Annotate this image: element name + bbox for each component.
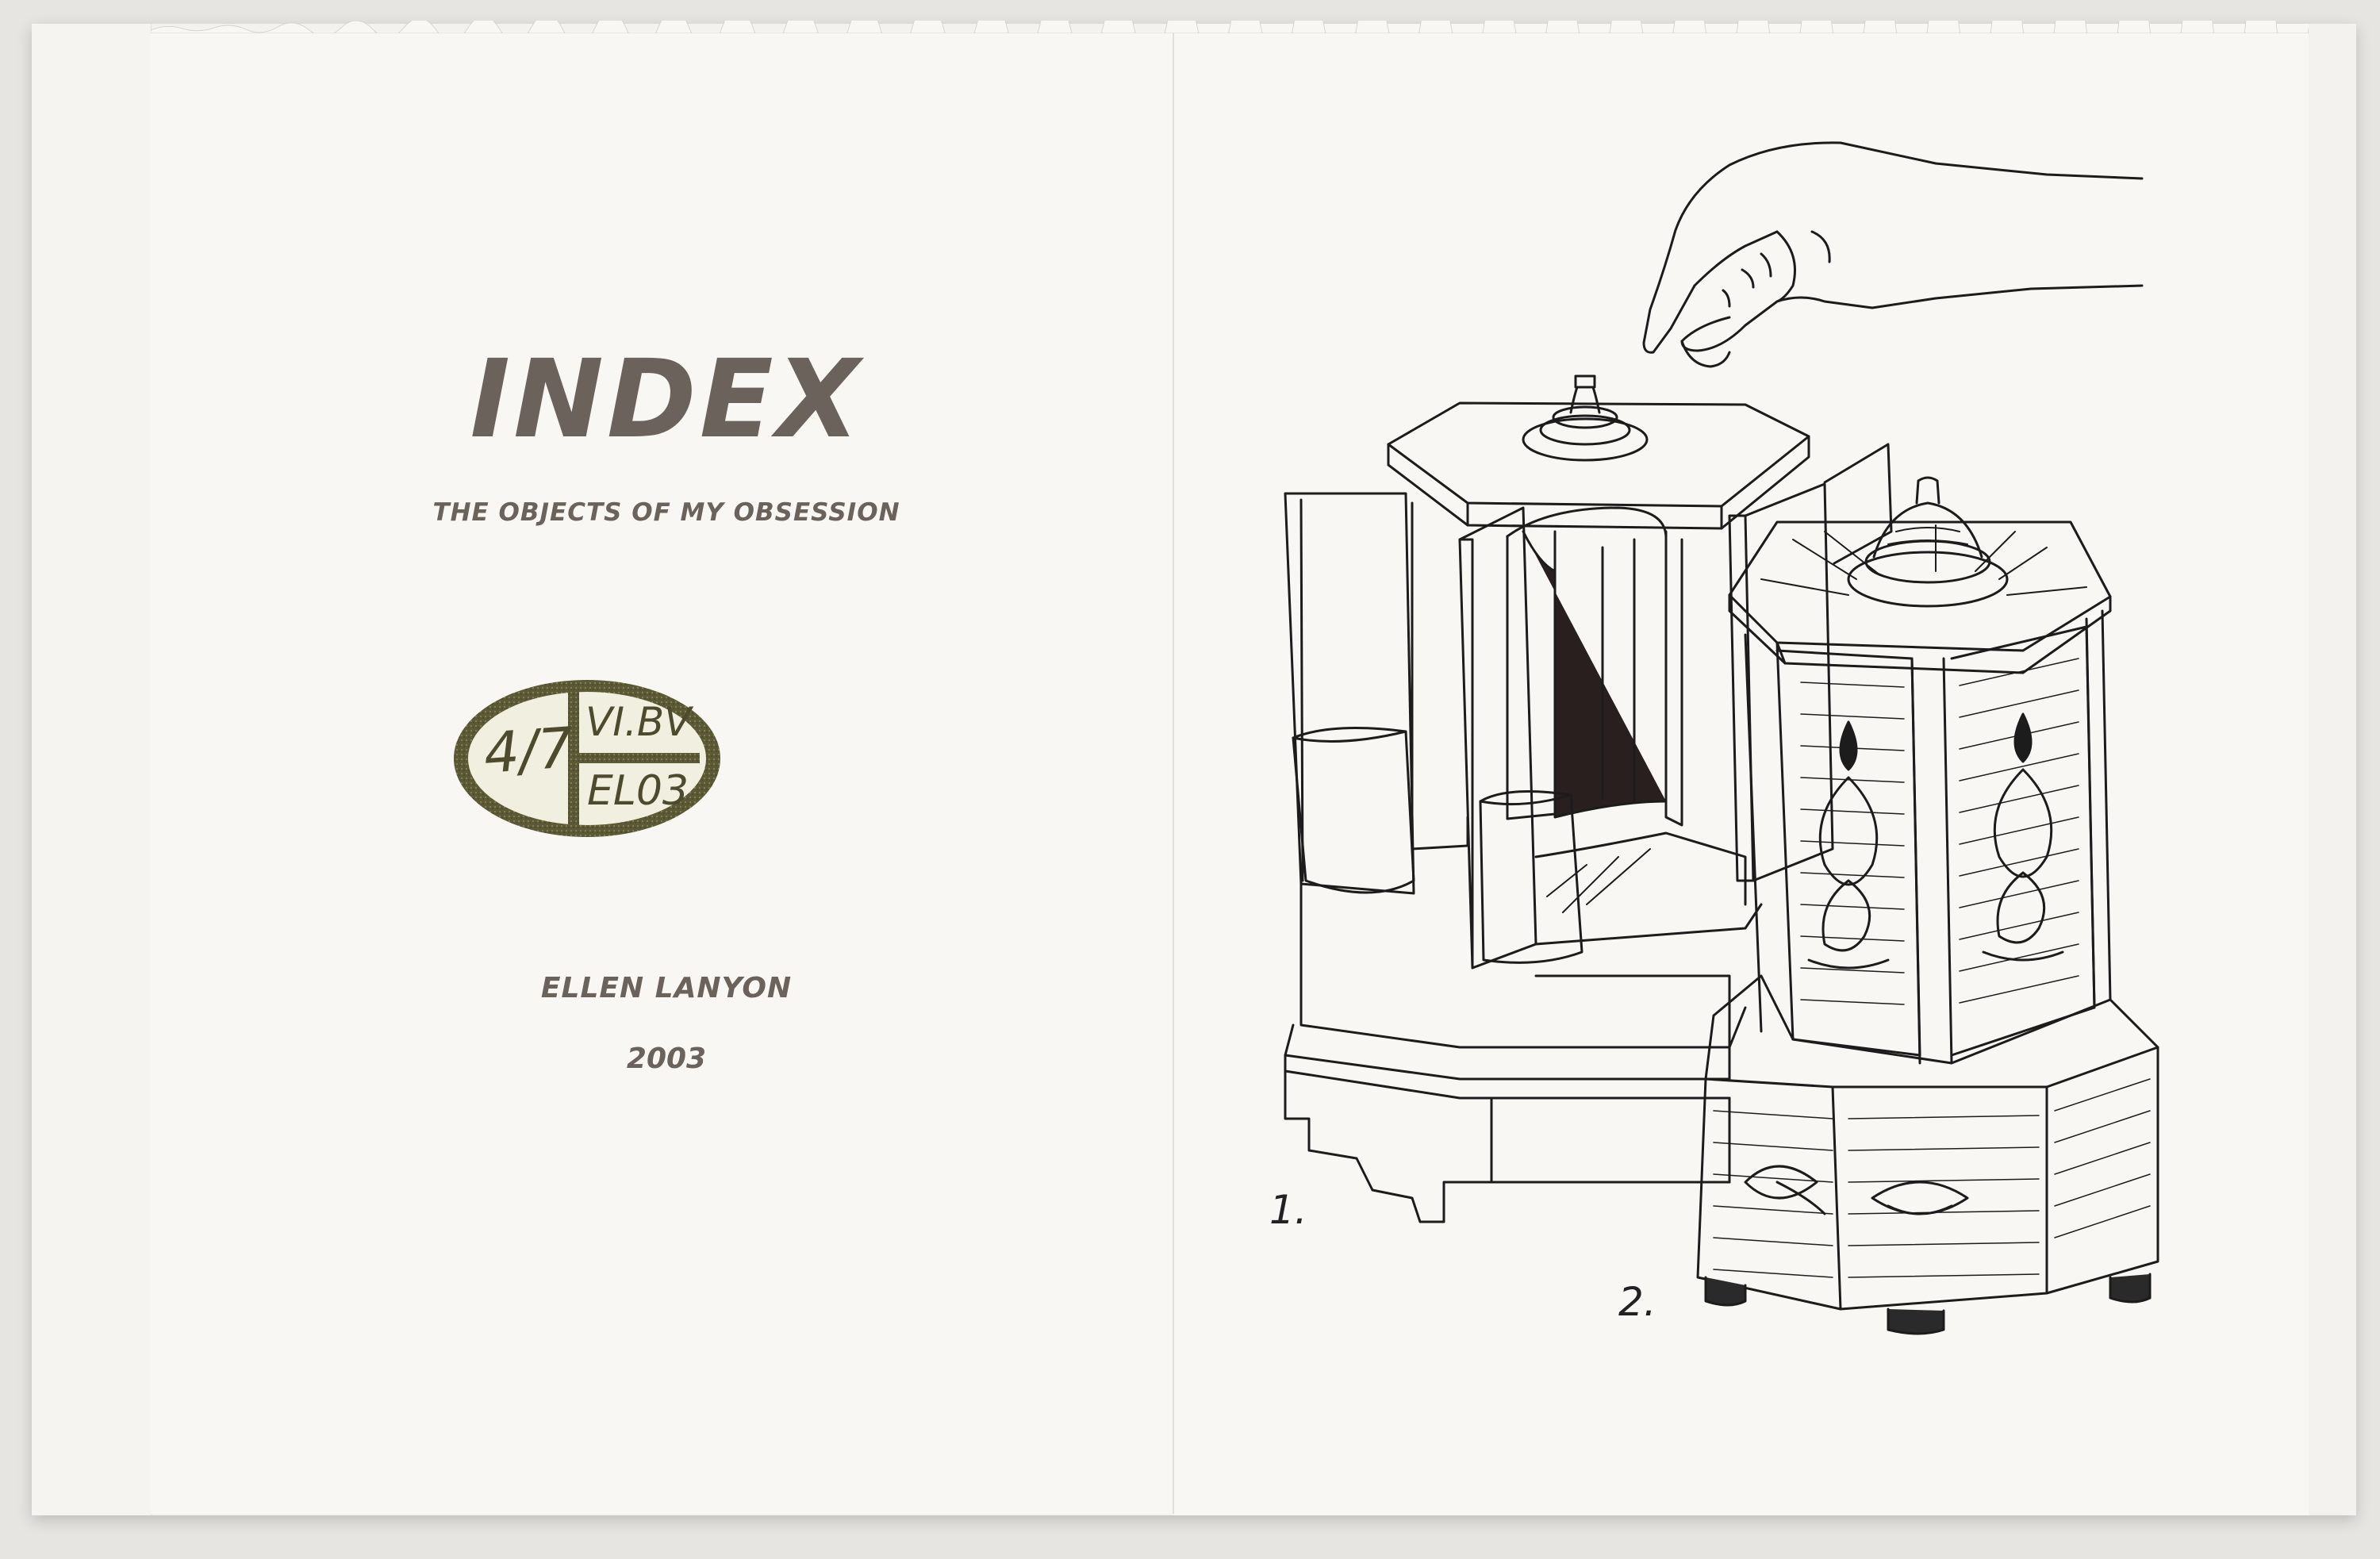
binding-strip: [32, 24, 152, 1515]
book-subtitle: THE OBJECTS OF MY OBSESSION: [432, 498, 900, 527]
book-title: INDEX: [470, 337, 863, 463]
stamp-seal-icon: [454, 680, 720, 837]
edition-stamp: 4/7 VI.BV EL03: [451, 677, 724, 840]
stamp-line-2: EL03: [587, 767, 689, 815]
deckle-edge: [151, 21, 2309, 33]
closed-cabinet: [1696, 476, 2159, 1335]
hand-drawing: [1642, 141, 2144, 368]
publication-year: 2003: [626, 1043, 707, 1075]
ornament-left: [1807, 720, 1890, 970]
figure-label-2: 2.: [1618, 1279, 1656, 1325]
stamp-line-1: VI.BV: [585, 699, 692, 745]
figure-label-1: 1.: [1269, 1187, 1307, 1233]
stamp-edition-number: 4/7: [482, 715, 576, 786]
right-page: [1174, 24, 2309, 1515]
ornament-right: [1982, 712, 2064, 962]
cabinet-illustration: [1284, 141, 2159, 1335]
author-name: ELLEN LANYON: [540, 972, 793, 1004]
open-cabinet: [1284, 374, 1893, 1223]
